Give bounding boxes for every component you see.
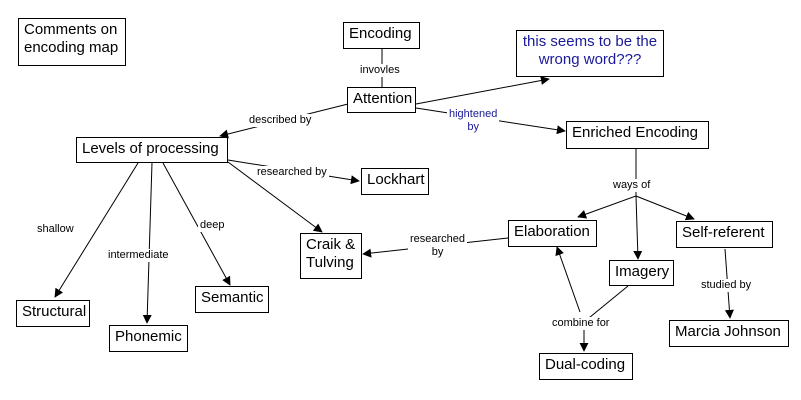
link-label-intermediate: intermediate: [106, 249, 171, 262]
link-attention-note: [415, 76, 550, 105]
node-phonemic[interactable]: Phonemic: [109, 325, 188, 352]
link-waysof-imagery: [633, 195, 643, 260]
node-comments[interactable]: Comments on encoding map: [18, 18, 126, 66]
link-imagery-combine: [583, 285, 629, 323]
node-lockhart[interactable]: Lockhart: [361, 168, 429, 195]
node-imagery[interactable]: Imagery: [609, 260, 674, 286]
link-waysof-selfref: [635, 195, 695, 221]
node-note[interactable]: this seems to be the wrong word???: [516, 30, 664, 77]
node-self-referent[interactable]: Self-referent: [676, 221, 773, 248]
link-label-researched-by-elaboration: researched by: [408, 233, 468, 259]
link-label-deep: deep: [198, 219, 227, 232]
node-structural[interactable]: Structural: [16, 300, 90, 327]
node-semantic[interactable]: Semantic: [195, 286, 269, 313]
link-label-ways-of: ways of: [611, 179, 653, 192]
node-encoding[interactable]: Encoding: [343, 22, 420, 49]
node-enriched-encoding[interactable]: Enriched Encoding: [566, 121, 709, 149]
link-levels-craik: [227, 161, 323, 233]
link-label-hightened-by: hightened by: [447, 108, 500, 134]
node-elaboration[interactable]: Elaboration: [508, 220, 597, 247]
link-waysof-elaboration: [577, 195, 637, 219]
link-levels-structural: [54, 162, 139, 298]
link-label-combine-for: combine for: [550, 317, 612, 330]
link-label-described-by: described by: [247, 114, 314, 127]
link-levels-semantic: [162, 162, 231, 286]
link-label-involves: invovles: [358, 64, 402, 77]
node-dual-coding[interactable]: Dual-coding: [539, 353, 633, 380]
link-levels-phonemic: [142, 162, 153, 324]
link-combine-elaboration: [555, 246, 581, 313]
node-attention[interactable]: Attention: [347, 87, 416, 113]
link-label-researched-by-lockhart: researched by: [255, 166, 329, 179]
node-levels-of-processing[interactable]: Levels of processing: [76, 137, 228, 163]
link-label-studied-by: studied by: [699, 279, 754, 292]
node-craik-tulving[interactable]: Craik & Tulving: [300, 233, 362, 279]
link-label-shallow: shallow: [35, 223, 76, 236]
node-marcia-johnson[interactable]: Marcia Johnson: [669, 320, 789, 347]
